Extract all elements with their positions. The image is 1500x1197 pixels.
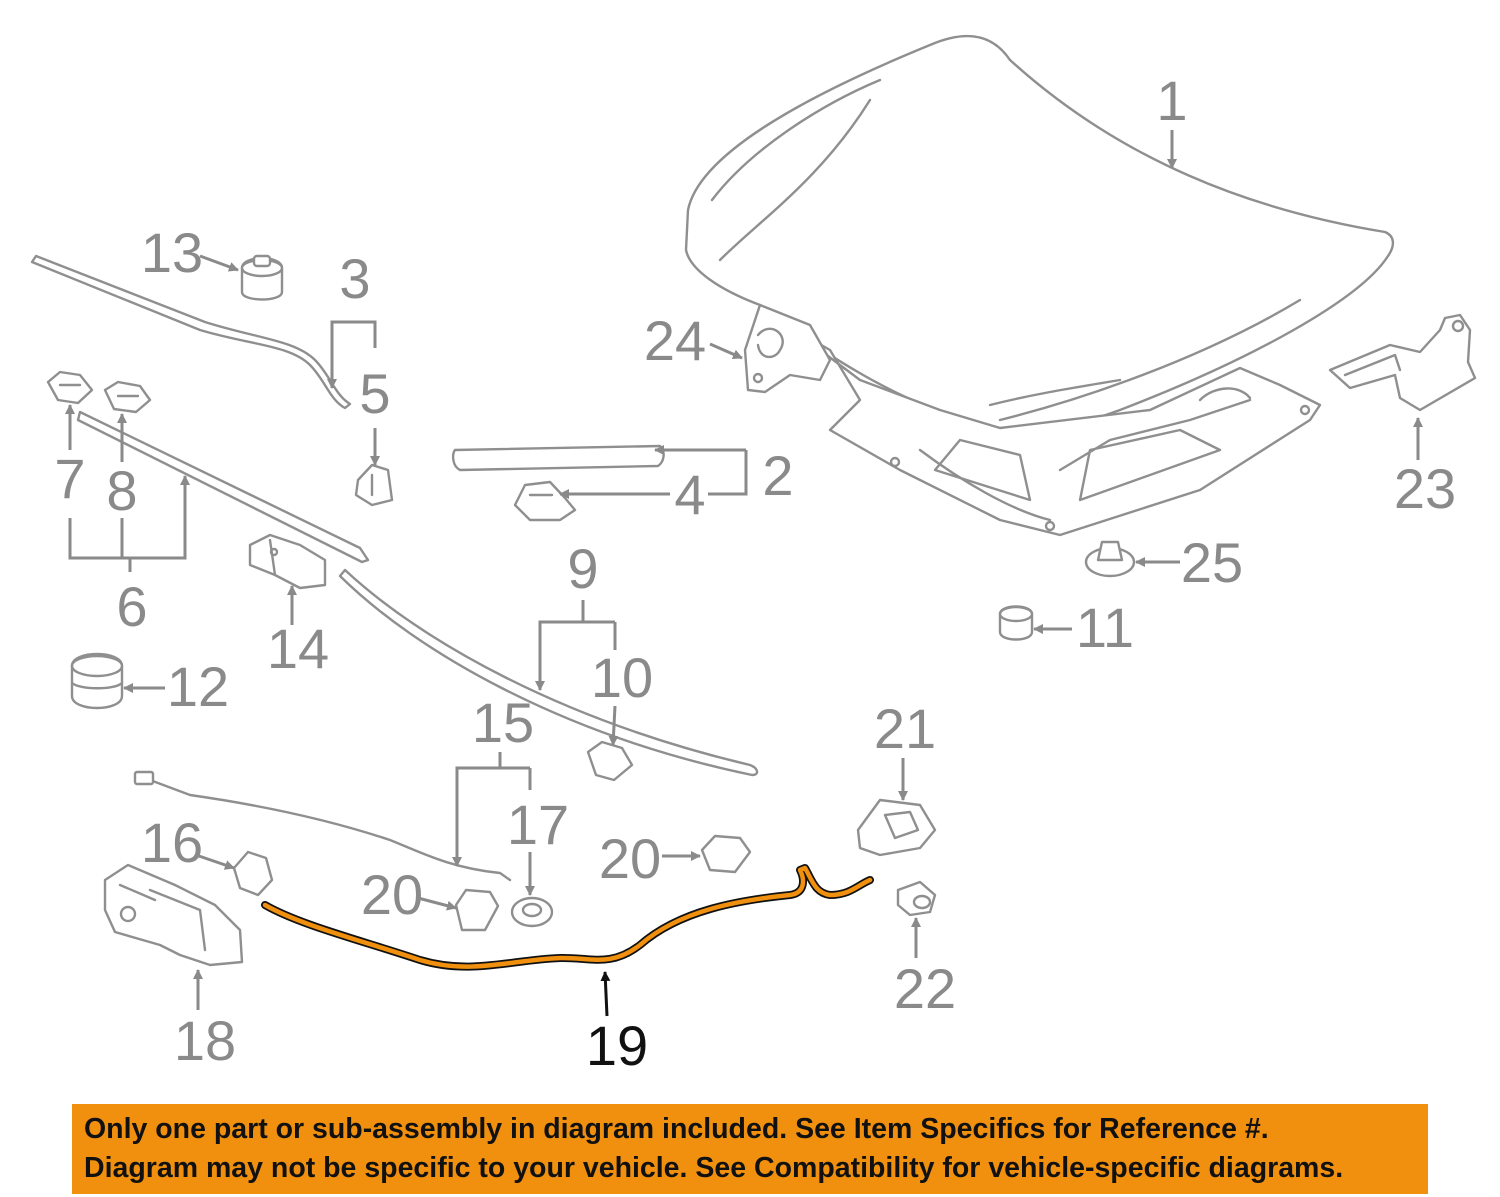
callout-16: 16 — [141, 811, 203, 874]
callout-4: 4 — [674, 463, 705, 526]
disclaimer-line-1: Only one part or sub-assembly in diagram… — [84, 1113, 1269, 1145]
parts-diagram: 1 2 3 4 5 6 7 8 9 10 11 12 13 14 15 16 1… — [30, 34, 1477, 1077]
callout-labels: 1 2 3 4 5 6 7 8 9 10 11 12 13 14 15 16 1… — [54, 69, 1456, 1077]
callout-6: 6 — [116, 575, 147, 638]
callout-18: 18 — [174, 1009, 236, 1072]
clip-8-part — [103, 380, 152, 414]
hood-part — [684, 34, 1395, 537]
part-22 — [896, 880, 937, 917]
bumper-11-part — [998, 605, 1034, 641]
clip-25-part — [1084, 540, 1136, 578]
callout-23: 23 — [1394, 457, 1456, 520]
callout-17: 17 — [507, 793, 569, 856]
callout-12: 12 — [167, 655, 229, 718]
disclaimer-banner: Only one part or sub-assembly in diagram… — [72, 1104, 1428, 1194]
bumper-12-part — [70, 652, 124, 710]
clip-4-part — [513, 480, 577, 522]
callout-19: 19 — [586, 1014, 648, 1077]
latch-bracket-18-part — [103, 863, 244, 967]
bumper-13-part — [240, 254, 284, 301]
hood-bracket-part — [743, 303, 832, 394]
seal-3-part — [30, 254, 352, 410]
callout-20-left: 20 — [361, 863, 423, 926]
callout-21: 21 — [874, 697, 936, 760]
callout-20-right: 20 — [599, 827, 661, 890]
clip-7-part — [46, 370, 94, 405]
grommet-17-part — [510, 896, 554, 928]
hood-hinge-part — [1328, 313, 1477, 412]
disclaimer-line-2: Diagram may not be specific to your vehi… — [84, 1152, 1344, 1184]
clip-20-left-part — [454, 888, 500, 932]
release-cable-19-highlighted — [261, 864, 874, 971]
callout-10: 10 — [591, 646, 653, 709]
callout-5: 5 — [359, 362, 390, 425]
callout-1: 1 — [1156, 69, 1187, 132]
seal-9-part — [338, 568, 759, 777]
callout-14: 14 — [267, 617, 329, 680]
leader-lines — [65, 130, 1423, 1017]
callout-24: 24 — [644, 309, 706, 372]
callout-9: 9 — [567, 537, 598, 600]
bracket-14-part — [248, 533, 327, 590]
clip-5-part — [354, 463, 394, 507]
callout-13: 13 — [141, 221, 203, 284]
callout-3: 3 — [339, 247, 370, 310]
clip-16-part — [232, 850, 274, 897]
clip-10-part — [586, 740, 634, 782]
callout-22: 22 — [894, 957, 956, 1020]
callout-11: 11 — [1076, 596, 1134, 659]
callout-2: 2 — [762, 444, 793, 507]
callout-15: 15 — [472, 691, 534, 754]
latch-21-part — [856, 798, 937, 857]
callout-7: 7 — [54, 447, 85, 510]
clip-20-right-part — [700, 834, 752, 874]
seal-2-part — [451, 444, 665, 472]
callout-25: 25 — [1181, 531, 1243, 594]
seal-6-part — [76, 410, 370, 564]
callout-8: 8 — [106, 459, 137, 522]
